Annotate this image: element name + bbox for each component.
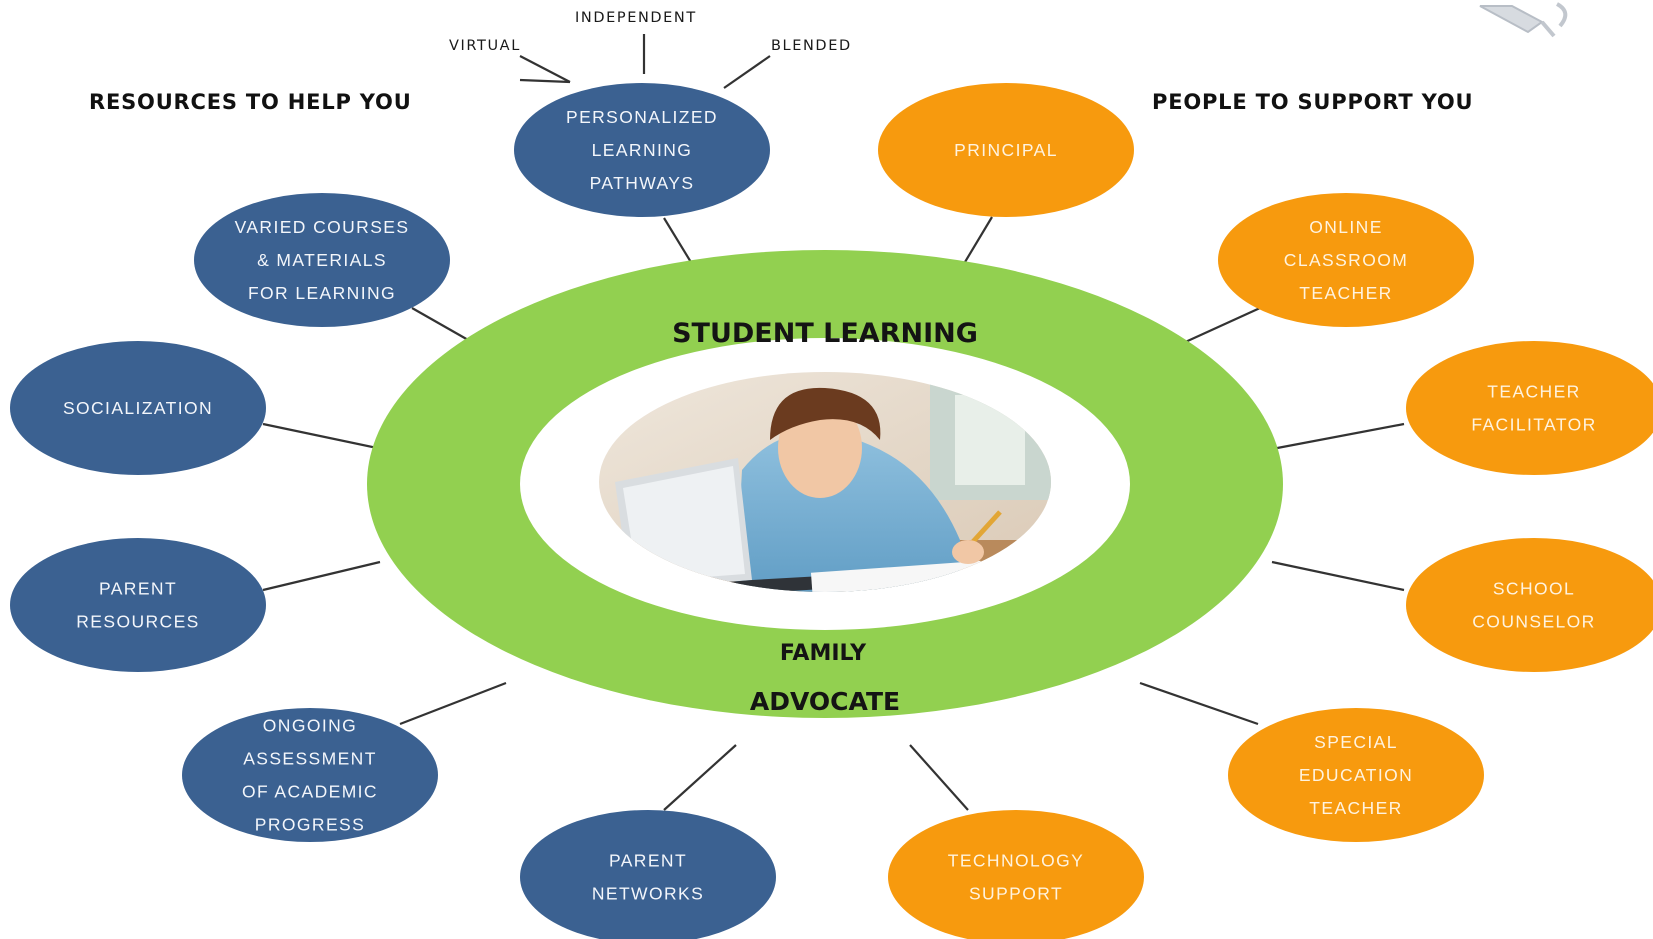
node-technology-support-ellipse bbox=[888, 810, 1144, 939]
node-technology-support-label: TECHNOLOGY bbox=[948, 851, 1085, 871]
heading-people: PEOPLE TO SUPPORT YOU bbox=[1152, 90, 1473, 114]
node-varied-courses-label: & MATERIALS bbox=[257, 250, 387, 270]
node-personalized-learning-pathways-label: PERSONALIZED bbox=[566, 107, 718, 127]
node-parent-resources: PARENT RESOURCES bbox=[10, 538, 266, 672]
node-ongoing-assessment-label: ASSESSMENT bbox=[243, 749, 377, 769]
node-ongoing-assessment-ellipse bbox=[182, 708, 438, 842]
node-ongoing-assessment-label: ONGOING bbox=[263, 716, 357, 736]
heading-resources: RESOURCES TO HELP YOU bbox=[89, 90, 412, 114]
node-teacher-facilitator-ellipse bbox=[1406, 341, 1653, 475]
node-socialization-ellipse bbox=[10, 341, 266, 475]
resources-nodes: PERSONALIZED LEARNING PATHWAYS VARIED COURS… bbox=[10, 83, 776, 939]
node-parent-networks-label: NETWORKS bbox=[592, 884, 704, 904]
node-teacher-facilitator-label: TEACHER bbox=[1487, 382, 1580, 402]
node-varied-courses-label: FOR LEARNING bbox=[248, 283, 396, 303]
node-school-counselor-ellipse bbox=[1406, 538, 1653, 672]
node-ongoing-assessment-label: OF ACADEMIC bbox=[242, 782, 378, 802]
node-ongoing-assessment-label: PROGRESS bbox=[255, 815, 365, 835]
node-parent-networks-ellipse bbox=[520, 810, 776, 939]
node-special-education-teacher-ellipse bbox=[1228, 708, 1484, 842]
node-school-counselor-label: SCHOOL bbox=[1493, 579, 1575, 599]
node-parent-networks: PARENT NETWORKS bbox=[520, 810, 776, 939]
node-socialization: SOCIALIZATION bbox=[10, 341, 266, 475]
node-online-classroom-teacher-label: TEACHER bbox=[1299, 283, 1392, 303]
node-varied-courses-label: VARIED COURSES bbox=[235, 217, 410, 237]
node-special-education-teacher-label: EDUCATION bbox=[1299, 765, 1413, 785]
node-special-education-teacher-label: SPECIAL bbox=[1314, 732, 1398, 752]
node-socialization-label: SOCIALIZATION bbox=[63, 398, 213, 418]
node-special-education-teacher-label: TEACHER bbox=[1309, 798, 1402, 818]
node-parent-resources-label: PARENT bbox=[99, 579, 177, 599]
ring-top-label: STUDENT LEARNING bbox=[672, 318, 978, 349]
node-personalized-learning-pathways: PERSONALIZED LEARNING PATHWAYS bbox=[514, 83, 770, 217]
ring-bottom-label: ADVOCATE bbox=[750, 687, 900, 716]
node-parent-networks-label: PARENT bbox=[609, 851, 687, 871]
speaker-icon[interactable] bbox=[1479, 2, 1568, 38]
node-technology-support: TECHNOLOGY SUPPORT bbox=[888, 810, 1144, 939]
mode-independent: INDEPENDENT bbox=[575, 10, 697, 26]
node-parent-resources-label: RESOURCES bbox=[76, 612, 199, 632]
node-school-counselor-label: COUNSELOR bbox=[1472, 612, 1595, 632]
node-parent-resources-ellipse bbox=[10, 538, 266, 672]
node-school-counselor: SCHOOL COUNSELOR bbox=[1406, 538, 1653, 672]
mode-blended: BLENDED bbox=[771, 38, 852, 54]
node-ongoing-assessment: ONGOING ASSESSMENT OF ACADEMIC PROGRESS bbox=[182, 708, 438, 842]
node-principal: PRINCIPAL bbox=[878, 83, 1134, 217]
people-nodes: PRINCIPAL ONLINE CLASSROOM TEACHER TEACHER FA… bbox=[878, 83, 1653, 939]
node-technology-support-label: SUPPORT bbox=[969, 884, 1063, 904]
ring-middle-label: FAMILY bbox=[780, 641, 867, 666]
node-teacher-facilitator: TEACHER FACILITATOR bbox=[1406, 341, 1653, 475]
mode-virtual: VIRTUAL bbox=[449, 38, 521, 54]
node-online-classroom-teacher-label: CLASSROOM bbox=[1284, 250, 1408, 270]
node-varied-courses-ellipse bbox=[194, 193, 450, 327]
learning-modes: VIRTUAL INDEPENDENT BLENDED bbox=[449, 10, 852, 54]
node-online-classroom-teacher: ONLINE CLASSROOM TEACHER bbox=[1218, 193, 1474, 327]
node-personalized-learning-pathways-ellipse bbox=[514, 83, 770, 217]
node-personalized-learning-pathways-label: PATHWAYS bbox=[590, 173, 695, 193]
node-online-classroom-teacher-ellipse bbox=[1218, 193, 1474, 327]
node-principal-label: PRINCIPAL bbox=[954, 140, 1058, 160]
node-varied-courses: VARIED COURSES & MATERIALS FOR LEARNING bbox=[194, 193, 450, 327]
node-online-classroom-teacher-label: ONLINE bbox=[1309, 217, 1383, 237]
node-personalized-learning-pathways-label: LEARNING bbox=[592, 140, 693, 160]
node-teacher-facilitator-label: FACILITATOR bbox=[1471, 415, 1596, 435]
node-principal-ellipse bbox=[878, 83, 1134, 217]
connector-lines bbox=[262, 34, 1405, 811]
node-special-education-teacher: SPECIAL EDUCATION TEACHER bbox=[1228, 708, 1484, 842]
